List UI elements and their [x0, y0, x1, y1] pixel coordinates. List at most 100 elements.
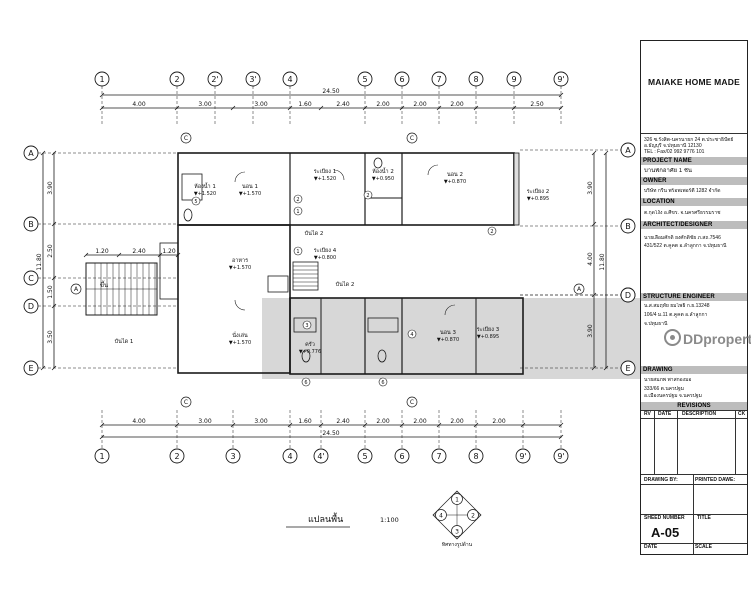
dim-tick — [318, 105, 324, 111]
stair-2-label-b: บันได 2 — [336, 281, 355, 288]
drawing-by-label: DRAWING BY: — [644, 477, 678, 483]
right-dim-3: 3.90 — [587, 324, 594, 338]
dim-tick — [558, 105, 564, 111]
door-swing-icon — [427, 164, 439, 176]
printed-dawe-label: PRINTED DAWE: — [695, 477, 735, 483]
toilet-2-icon — [373, 157, 383, 169]
bottom-dim-8: 2.00 — [450, 418, 464, 425]
stair-2-outline — [292, 261, 319, 291]
right-dim-1: 3.90 — [587, 181, 594, 195]
owner-name: บริษัท กรีน พร็อพเพอร์ตี้ 1282 จำกัด — [644, 188, 721, 194]
window-mark-bubble — [293, 246, 303, 256]
dim-tick — [99, 92, 105, 98]
compass-2: 2 — [471, 513, 475, 520]
toilet-3-icon — [377, 349, 387, 363]
plan-title: แปลนพื้น — [308, 512, 343, 525]
sheet-number: A-05 — [651, 525, 680, 540]
window-mark-7: 3 — [305, 323, 308, 329]
section-mark-bubble — [573, 283, 585, 295]
window-mark-bubble — [407, 329, 417, 339]
room-level-1: ▼+1.570 — [239, 191, 261, 197]
top-axis-6: 5 — [362, 75, 367, 84]
watermark-band — [262, 298, 650, 379]
room-name-7: อาหาร — [232, 258, 248, 264]
room-name-3: ห้องน้ำ 2 — [372, 167, 394, 175]
dim-tick — [603, 365, 609, 371]
balcony-rail — [513, 152, 520, 226]
bottom-axis-2: 2 — [174, 452, 179, 461]
stair-dim-2: 2.40 — [132, 248, 146, 255]
top-dim-2: 3.00 — [198, 101, 212, 108]
bottom-dim-4: 1.60 — [298, 418, 312, 425]
section-mark-bubble — [180, 132, 192, 144]
left-axis-A: A — [28, 149, 34, 158]
sink-counter — [267, 275, 289, 293]
dim-tick — [591, 292, 597, 298]
dim-tick — [603, 150, 609, 156]
dim-tick — [558, 422, 564, 428]
top-axis-1: 1 — [99, 75, 104, 84]
structure-line-2: 106/4 ม.11 ต.คูคต อ.ลำลูกกา — [644, 312, 708, 318]
compass-1: 1 — [455, 497, 459, 504]
dim-tick — [99, 434, 105, 440]
dim-tick — [99, 105, 105, 111]
compass-caption: ทิศทางรูปด้าน — [442, 541, 473, 548]
stair-dim-1: 1.20 — [95, 248, 109, 255]
drawing-line-1: นายสมภพ พาสกองมอ — [644, 377, 692, 383]
compass-bubble — [451, 525, 463, 537]
dim-tick — [40, 150, 46, 156]
bottom-axis-5-bubble — [313, 448, 329, 464]
top-axis-4: 3' — [249, 75, 256, 84]
dim-tick — [99, 422, 105, 428]
bottom-dim-1: 4.00 — [132, 418, 146, 425]
window-mark-10: 1 — [296, 209, 299, 215]
scale-label: SCALE — [695, 544, 712, 550]
bottom-axis-7-bubble — [394, 448, 410, 464]
door-swing-icon — [444, 304, 456, 316]
top-axis-11: 9' — [557, 75, 564, 84]
top-axis-7: 6 — [399, 75, 404, 84]
location: ต.กุดโง้ง อ.ศีขร. จ.นครศรีธรรมราช — [644, 210, 721, 216]
stair-landing — [159, 242, 179, 300]
dim-tick — [83, 252, 89, 258]
toilet-4-icon — [301, 349, 311, 363]
bottom-axis-11: 9' — [557, 452, 564, 461]
rev-col-ck: CK — [738, 411, 746, 417]
bottom-axis-10-bubble — [515, 448, 531, 464]
left-axis-D: D — [28, 302, 34, 311]
project-name: บ้านพักอาศัย 1 ชั้น — [644, 168, 693, 174]
room-level-6: ▼+1.520 — [194, 191, 216, 197]
top-dim-3: 3.00 — [254, 101, 268, 108]
revisions-header: REVISIONS — [641, 402, 747, 410]
top-dim-7: 2.00 — [413, 101, 427, 108]
lower-wing-wall — [289, 297, 524, 375]
bottom-axis-8-bubble — [431, 448, 447, 464]
section-mark-1: C — [184, 135, 188, 142]
window-mark-bubble — [293, 206, 303, 216]
section-mark-4: C — [410, 399, 414, 406]
bottom-dim-7: 2.00 — [413, 418, 427, 425]
bottom-dim-2: 3.00 — [198, 418, 212, 425]
bottom-axis-4: 4 — [287, 452, 292, 461]
dim-tick — [51, 275, 57, 281]
compass-bubble — [451, 493, 463, 505]
dim-tick — [362, 105, 368, 111]
bottom-axis-1: 1 — [99, 452, 104, 461]
room-level-9: ▼+1.570 — [229, 340, 251, 346]
window-mark-9: 2 — [490, 229, 493, 235]
window-mark-8: 4 — [410, 332, 413, 338]
location-header: LOCATION — [641, 198, 747, 206]
bottom-axis-7: 6 — [399, 452, 404, 461]
upper-wing-wall — [177, 152, 515, 226]
bottom-axis-4-bubble — [282, 448, 298, 464]
room-name-8: ระเบียง 4 — [314, 247, 337, 254]
top-dim-1: 4.00 — [132, 101, 146, 108]
bottom-axis-3-bubble — [225, 448, 241, 464]
structure-line-3: จ.ปทุมธานี — [644, 321, 668, 327]
structure-header: STRUCTURE ENGINEER — [641, 293, 747, 301]
dim-tick — [174, 422, 180, 428]
dim-tick — [591, 365, 597, 371]
stair-1-label: บันได 1 — [115, 338, 134, 345]
company-address-2: อ.ธัญบุรี จ.ปทุมธานี 12130 — [644, 143, 702, 149]
dim-tick — [591, 150, 597, 156]
